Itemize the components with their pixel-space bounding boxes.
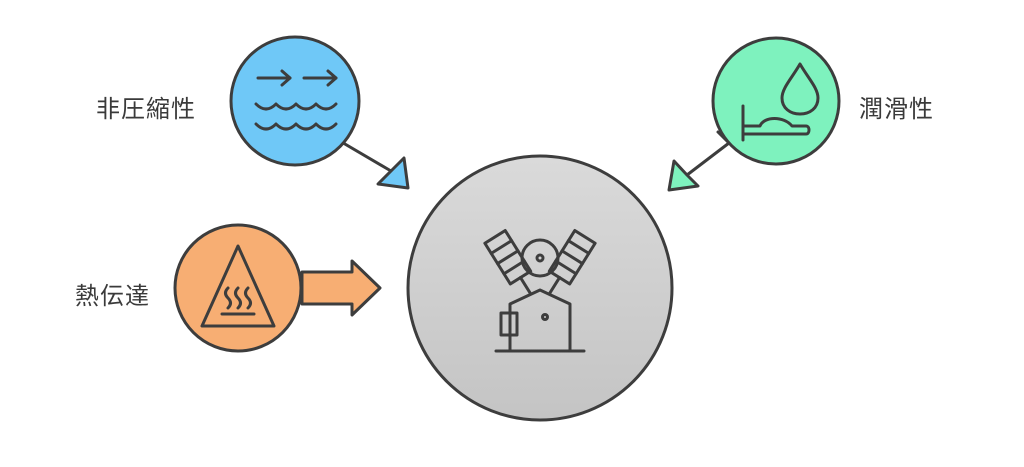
node-heat-transfer: [173, 223, 303, 353]
label-heat-transfer: 熱伝達: [75, 282, 150, 310]
arrow-orange-shape: [300, 259, 382, 317]
hot-surface-warning-icon: [200, 244, 276, 328]
label-incompressibility: 非圧縮性: [96, 95, 196, 123]
arrow-lubricity: [667, 130, 731, 192]
oil-drop-lamp-icon: [741, 62, 820, 142]
arrow-incompressibility: [320, 135, 410, 190]
waves-arrows-icon: [254, 69, 338, 131]
arrow-blue-shape: [320, 135, 410, 190]
arrow-heat-transfer: [300, 259, 382, 317]
v-engine-compressor-icon: [483, 229, 597, 353]
node-incompressibility: [229, 35, 361, 167]
center-node: [406, 154, 674, 422]
arrow-green-shape: [667, 130, 731, 192]
label-lubricity: 潤滑性: [859, 95, 934, 123]
node-lubricity: [711, 36, 841, 166]
